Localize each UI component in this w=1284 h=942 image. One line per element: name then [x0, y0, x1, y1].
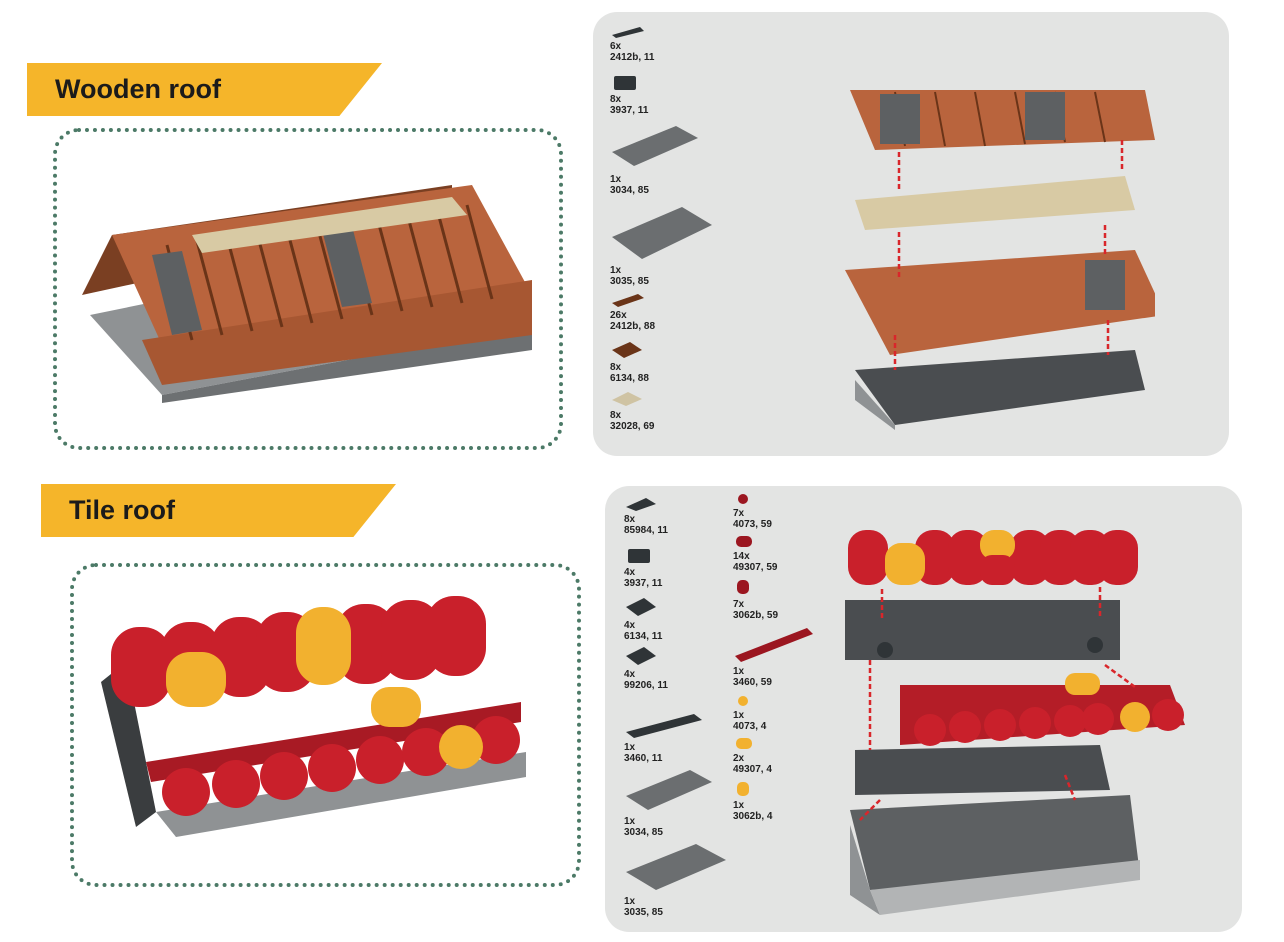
- part-code: 3062b, 4: [733, 811, 773, 822]
- part-icon: [738, 696, 748, 706]
- part-code: 3035, 85: [624, 907, 663, 918]
- part-qty: 26x: [610, 310, 627, 321]
- part-code: 3035, 85: [610, 276, 649, 287]
- part-item: 4x 6134, 11: [624, 596, 662, 642]
- part-item: 1x 3062b, 4: [733, 780, 772, 822]
- part-icon: [612, 294, 644, 307]
- tile-roof-title-banner: Tile roof: [41, 484, 396, 537]
- part-item: 1x 3035, 85: [624, 842, 729, 918]
- part-code: 3937, 11: [624, 578, 663, 589]
- part-item: 14x 49307, 59: [733, 533, 778, 573]
- part-code: 3034, 85: [610, 185, 649, 196]
- part-code: 3460, 59: [733, 677, 772, 688]
- part-qty: 8x: [610, 362, 622, 373]
- part-code: 49307, 59: [733, 562, 778, 573]
- part-icon: [626, 498, 656, 511]
- part-item: 1x 3460, 59: [733, 626, 815, 688]
- part-qty: 1x: [624, 896, 636, 907]
- part-icon: [626, 647, 656, 665]
- part-qty: 14x: [733, 551, 750, 562]
- tile-roof-model-image: [101, 596, 526, 837]
- part-icon: [612, 342, 642, 358]
- part-code: 85984, 11: [624, 525, 668, 536]
- part-code: 6134, 88: [610, 373, 649, 384]
- part-icon: [737, 782, 749, 796]
- part-icon: [612, 27, 644, 38]
- part-code: 3937, 11: [610, 105, 649, 116]
- tile-roof-title: Tile roof: [69, 495, 176, 525]
- part-item: 7x 4073, 59: [733, 492, 772, 530]
- part-icon: [612, 207, 712, 259]
- part-icon: [626, 844, 726, 890]
- part-icon: [614, 76, 636, 90]
- part-item: 7x 3062b, 59: [733, 577, 778, 621]
- part-item: 1x 3460, 11: [624, 712, 704, 764]
- part-item: 4x 99206, 11: [624, 645, 668, 691]
- part-icon: [736, 738, 752, 749]
- part-item: 2x 49307, 4: [733, 735, 772, 775]
- part-code: 3062b, 59: [733, 610, 779, 621]
- part-code: 3034, 85: [624, 827, 663, 838]
- part-qty: 8x: [624, 514, 636, 525]
- wooden-roof-model-image: [82, 185, 532, 403]
- part-qty: 4x: [624, 567, 636, 578]
- part-qty: 1x: [733, 666, 745, 677]
- part-qty: 1x: [733, 800, 745, 811]
- part-qty: 1x: [733, 710, 745, 721]
- part-qty: 8x: [610, 94, 622, 105]
- part-item: 1x 3035, 85: [610, 205, 715, 287]
- part-code: 2412b, 11: [610, 52, 655, 63]
- part-code: 6134, 11: [624, 631, 663, 642]
- part-qty: 1x: [610, 265, 622, 276]
- wooden-roof-exploded-diagram: [845, 90, 1155, 430]
- part-icon: [628, 549, 650, 563]
- part-code: 3460, 11: [624, 753, 663, 764]
- part-qty: 1x: [624, 742, 636, 753]
- tile-roof-preview-frame: [70, 563, 581, 887]
- part-item: 1x 3034, 85: [610, 124, 700, 196]
- part-code: 2412b, 88: [610, 321, 656, 332]
- part-icon: [737, 580, 749, 594]
- part-icon: [612, 126, 698, 166]
- part-qty: 4x: [624, 669, 636, 680]
- part-code: 49307, 4: [733, 764, 772, 775]
- part-item: 8x 3937, 11: [610, 72, 648, 116]
- part-icon: [738, 494, 748, 504]
- part-qty: 1x: [624, 816, 636, 827]
- part-item: 8x 6134, 88: [610, 340, 649, 384]
- part-code: 99206, 11: [624, 680, 668, 691]
- part-qty: 8x: [610, 410, 622, 421]
- part-item: 1x 4073, 4: [733, 694, 766, 732]
- part-icon: [626, 714, 702, 738]
- part-code: 32028, 69: [610, 421, 655, 432]
- part-item: 8x 32028, 69: [610, 390, 655, 432]
- wooden-roof-title: Wooden roof: [55, 74, 221, 104]
- part-qty: 6x: [610, 41, 622, 52]
- part-item: 1x 3034, 85: [624, 768, 714, 838]
- part-icon: [735, 628, 813, 662]
- part-icon: [736, 536, 752, 547]
- part-item: 8x 85984, 11: [624, 496, 668, 536]
- part-code: 4073, 4: [733, 721, 767, 732]
- part-icon: [626, 770, 712, 810]
- part-item: 4x 3937, 11: [624, 545, 662, 589]
- wooden-roof-preview-frame: [53, 128, 563, 450]
- part-item: 6x 2412b, 11: [610, 25, 654, 63]
- part-icon: [612, 392, 642, 406]
- part-qty: 4x: [624, 620, 636, 631]
- part-qty: 7x: [733, 599, 745, 610]
- part-qty: 7x: [733, 508, 745, 519]
- wooden-roof-title-banner: Wooden roof: [27, 63, 382, 116]
- part-qty: 2x: [733, 753, 745, 764]
- tile-roof-exploded-diagram: [845, 530, 1185, 915]
- part-icon: [626, 598, 656, 616]
- part-qty: 1x: [610, 174, 622, 185]
- part-code: 4073, 59: [733, 519, 772, 530]
- part-item: 26x 2412b, 88: [610, 292, 655, 332]
